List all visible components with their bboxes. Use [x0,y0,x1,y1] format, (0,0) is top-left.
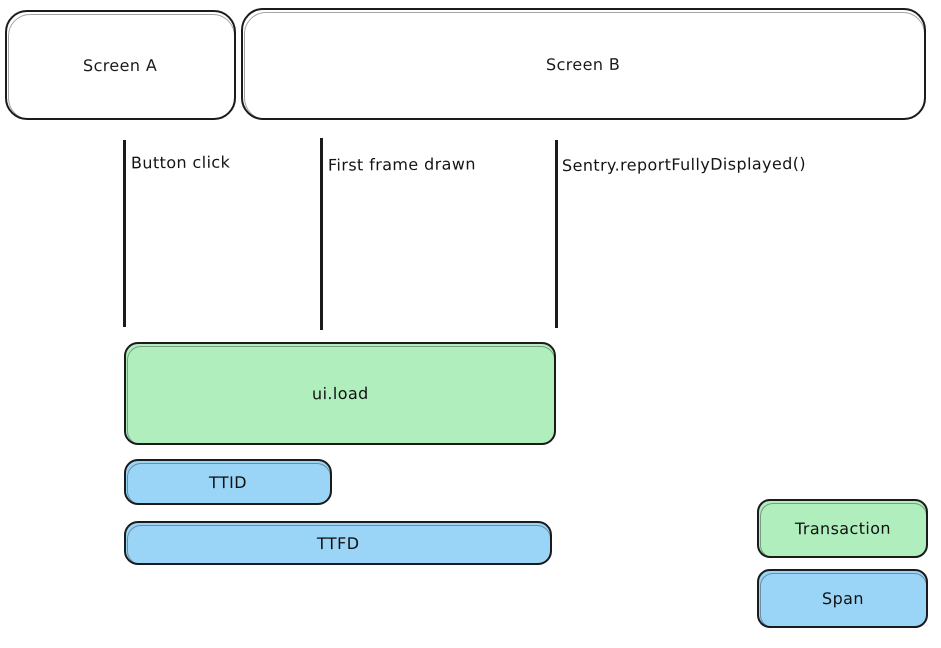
marker-line-button-click [123,140,126,327]
marker-line-first-frame-drawn [320,138,323,330]
bar-ttfd-label: TTFD [316,533,360,553]
screen-box-b: Screen B [241,8,926,120]
marker-line-report-fully-displayed [555,140,558,328]
bar-ui-load-label: ui.load [311,383,369,404]
legend-item-span-label: Span [821,588,864,609]
marker-label-button-click: Button click [130,152,231,173]
screen-box-a-label: Screen A [83,55,158,75]
screen-box-a: Screen A [5,10,236,120]
legend-item-span: Span [757,569,928,628]
screen-box-b-label: Screen B [546,54,621,74]
legend-item-transaction: Transaction [757,499,928,558]
legend-item-transaction-label: Transaction [794,518,891,539]
bar-ttfd: TTFD [124,521,552,565]
bar-ttid-label: TTID [208,472,248,492]
bar-ui-load: ui.load [124,342,556,445]
marker-label-first-frame-drawn: First frame drawn [327,154,476,175]
bar-ttid: TTID [124,459,332,505]
marker-label-report-fully-displayed: Sentry.reportFullyDisplayed() [561,153,807,176]
